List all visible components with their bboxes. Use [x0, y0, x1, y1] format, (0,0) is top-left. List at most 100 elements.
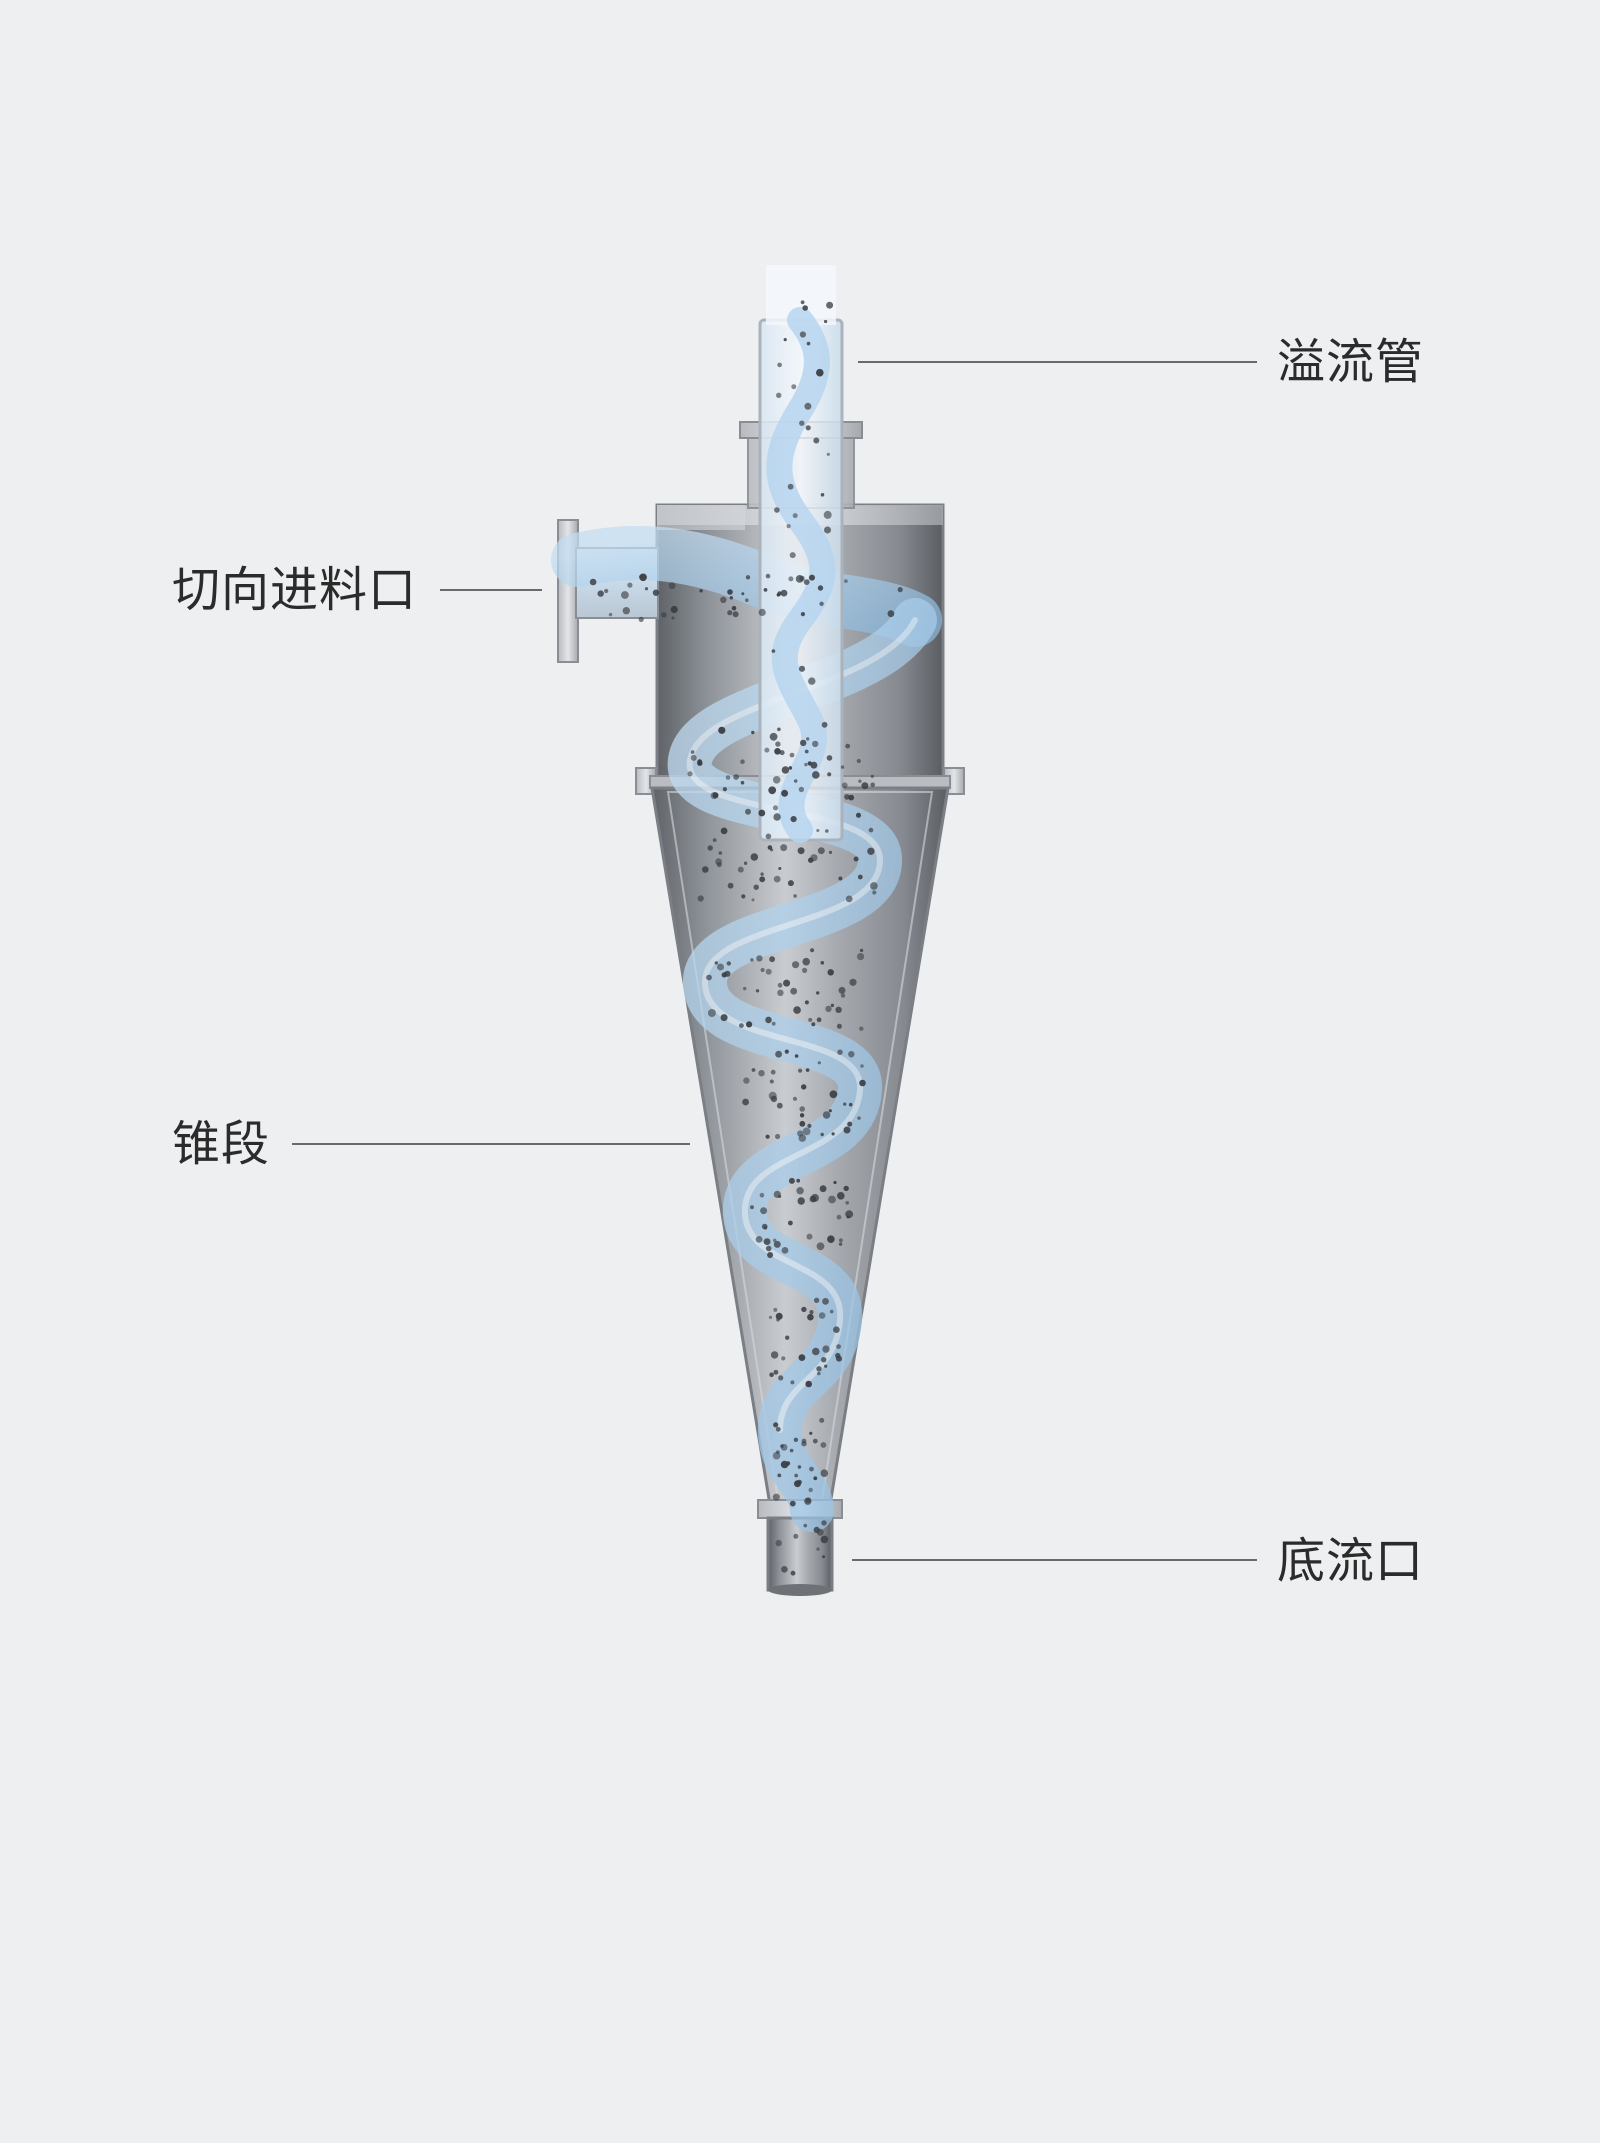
particle-dot [836, 1344, 841, 1349]
particle-dot [805, 425, 811, 431]
particle-dot [745, 808, 751, 815]
particle-dot [773, 813, 781, 821]
particle-dot [860, 1064, 864, 1068]
particle-dot [792, 961, 800, 969]
particle-dot [772, 1238, 777, 1243]
particle-dot [661, 612, 667, 618]
particle-dot [765, 1016, 772, 1024]
particle-dot [787, 483, 794, 490]
particle-dot [589, 578, 597, 586]
particle-dot [822, 1298, 829, 1305]
particle-dot [809, 574, 815, 581]
particle-dot [790, 1570, 796, 1576]
particle-dot [847, 1121, 853, 1127]
particle-dot [825, 829, 829, 833]
particle-dot [765, 1245, 772, 1252]
particle-dot [794, 1054, 799, 1058]
particle-dot [829, 1090, 838, 1099]
particle-dot [799, 1113, 805, 1118]
particle-dot [800, 739, 807, 747]
particle-dot [788, 1177, 795, 1184]
particle-dot [811, 1022, 816, 1027]
particle-dot [740, 780, 745, 785]
particle-dot [806, 341, 811, 346]
particle-dot [818, 1312, 826, 1319]
particle-dot [816, 991, 820, 995]
particle-dot [774, 507, 780, 513]
particle-dot [767, 1252, 774, 1258]
particle-dot [639, 575, 643, 579]
particle-dot [783, 338, 787, 342]
particle-dot [859, 1026, 864, 1031]
particle-dot [807, 1313, 814, 1321]
particle-dot [773, 1369, 779, 1375]
particle-dot [836, 1355, 842, 1362]
particle-dot [788, 766, 793, 770]
particle-dot [699, 589, 703, 593]
particle-dot [780, 844, 788, 852]
particle-dot [750, 853, 759, 861]
particle-dot [739, 1023, 744, 1028]
particle-dot [776, 593, 780, 597]
particle-dot [808, 1487, 813, 1493]
particle-dot [798, 1354, 806, 1361]
particle-dot [758, 1070, 765, 1077]
particle-dot [777, 727, 781, 732]
particle-dot [802, 957, 810, 966]
particle-dot [794, 1473, 798, 1478]
particle-dot [841, 782, 848, 789]
particle-dot [859, 948, 864, 953]
particle-dot [781, 766, 790, 774]
particle-dot [722, 787, 728, 792]
particle-dot [781, 1356, 786, 1361]
particle-dot [775, 1426, 781, 1432]
particle-dot [697, 895, 704, 902]
label-tangential-inlet: 切向进料口 [172, 562, 418, 618]
particle-dot [821, 721, 828, 728]
particle-dot [809, 1310, 814, 1315]
particle-dot [813, 437, 820, 444]
particle-dot [755, 1236, 763, 1243]
particle-dot [793, 779, 798, 783]
particle-dot [731, 605, 737, 611]
particle-dot [670, 605, 678, 614]
particle-dot [820, 1132, 824, 1137]
particle-dot [822, 1111, 831, 1119]
label-overflow-pipe: 溢流管 [1277, 334, 1425, 390]
particle-dot [796, 1178, 801, 1183]
particle-dot [868, 827, 874, 833]
particle-dot [777, 362, 782, 368]
particle-dot [727, 589, 733, 595]
particle-dot [806, 1233, 813, 1240]
particle-dot [780, 589, 788, 597]
particle-dot [857, 953, 865, 961]
solid-particles [589, 300, 903, 1576]
particle-dot [712, 838, 717, 842]
particle-dot [848, 794, 855, 801]
particle-dot [836, 1023, 842, 1029]
particle-dot [816, 829, 820, 832]
particle-dot [770, 1351, 779, 1359]
particle-dot [799, 420, 805, 426]
particle-dot [718, 726, 726, 734]
particle-dot [793, 894, 797, 898]
particle-dot [718, 851, 723, 855]
particle-dot [773, 875, 781, 883]
particle-dot [756, 955, 763, 962]
particle-dot [690, 750, 695, 754]
label-underflow-outlet: 底流口 [1277, 1533, 1425, 1589]
particle-dot [838, 986, 846, 994]
particle-dot [897, 587, 903, 593]
particle-dot [844, 579, 848, 583]
particle-dot [750, 1205, 754, 1210]
particle-dot [627, 582, 633, 588]
particle-dot [621, 591, 629, 599]
particle-dot [769, 1079, 774, 1084]
particle-dot [813, 1297, 820, 1304]
particle-dot [819, 601, 824, 606]
particle-dot [812, 1438, 818, 1444]
particle-dot [733, 774, 739, 780]
particle-dot [737, 866, 744, 873]
particle-dot [856, 812, 861, 818]
